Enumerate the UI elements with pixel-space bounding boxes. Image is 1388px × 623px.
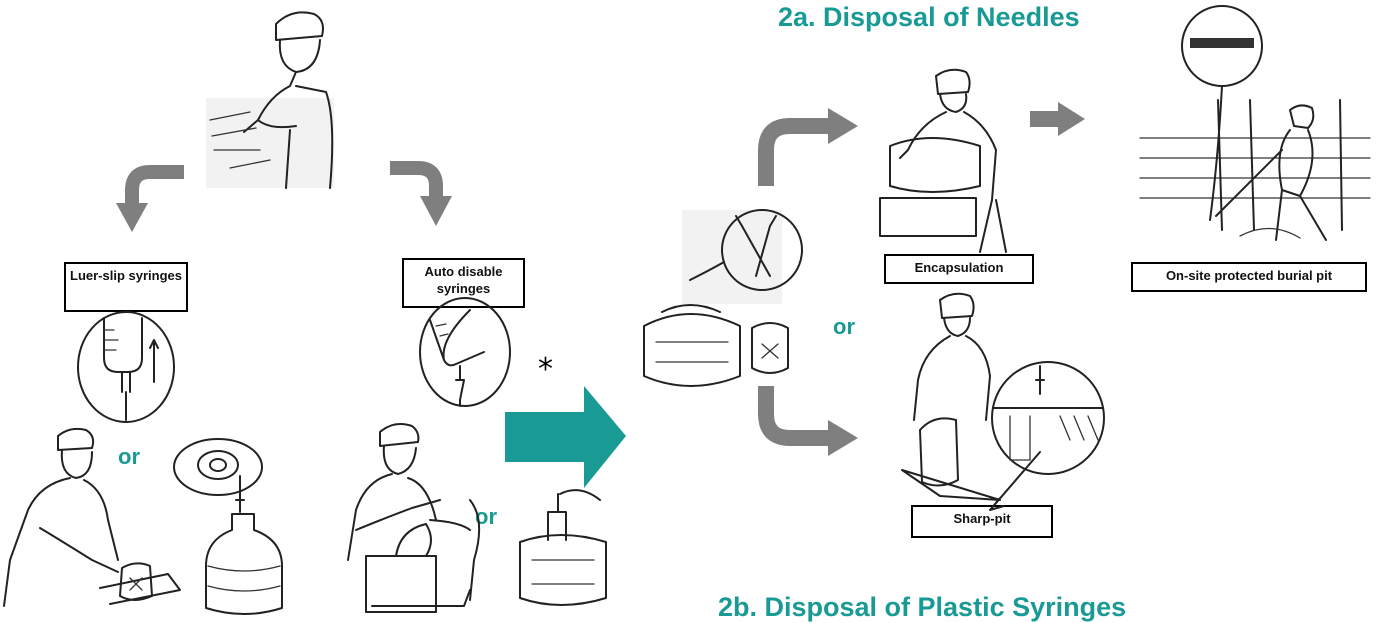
label-encapsulation: Encapsulation bbox=[884, 254, 1034, 284]
label-on-site-protected-burial-pit: On-site protected burial pit bbox=[1131, 262, 1367, 292]
arrow-to-sharp-pit bbox=[758, 386, 858, 456]
arrow-to-burial-pit bbox=[1030, 102, 1085, 136]
arrow-to-luer-slip bbox=[116, 165, 184, 232]
or-text-luer-slip: or bbox=[118, 444, 140, 469]
arrow-to-encapsulation bbox=[758, 108, 858, 186]
safety-box-icon bbox=[519, 489, 607, 606]
title-disposal-of-needles: 2a. Disposal of Needles bbox=[778, 2, 1080, 32]
sharp-pit-worker-illustration bbox=[901, 292, 1105, 511]
title-disposal-of-plastic-syringes: 2b. Disposal of Plastic Syringes bbox=[718, 592, 1127, 622]
auto-disable-syringe-icon bbox=[419, 297, 511, 407]
asterisk-note: * bbox=[538, 352, 553, 387]
burial-pit-illustration bbox=[1139, 5, 1371, 241]
worker-safety-box-illustration bbox=[347, 423, 481, 613]
needle-container-illustration bbox=[643, 209, 803, 387]
label-sharp-pit: Sharp-pit bbox=[911, 505, 1053, 538]
water-bottle-container-icon bbox=[205, 475, 283, 615]
label-auto-disable-syringes: Auto disable syringes bbox=[402, 258, 525, 308]
or-text-auto-disable: or bbox=[475, 504, 497, 529]
or-text-needles: or bbox=[833, 314, 855, 339]
arrow-to-auto-disable bbox=[390, 161, 452, 226]
encapsulation-worker-illustration bbox=[879, 68, 1007, 253]
needle-cutter-icon bbox=[173, 438, 263, 496]
teal-flow-arrow bbox=[505, 386, 626, 488]
luer-slip-needle-removal-icon bbox=[77, 311, 175, 423]
health-worker-injecting-illustration bbox=[206, 11, 334, 189]
worker-cutting-needle-illustration bbox=[3, 427, 181, 607]
